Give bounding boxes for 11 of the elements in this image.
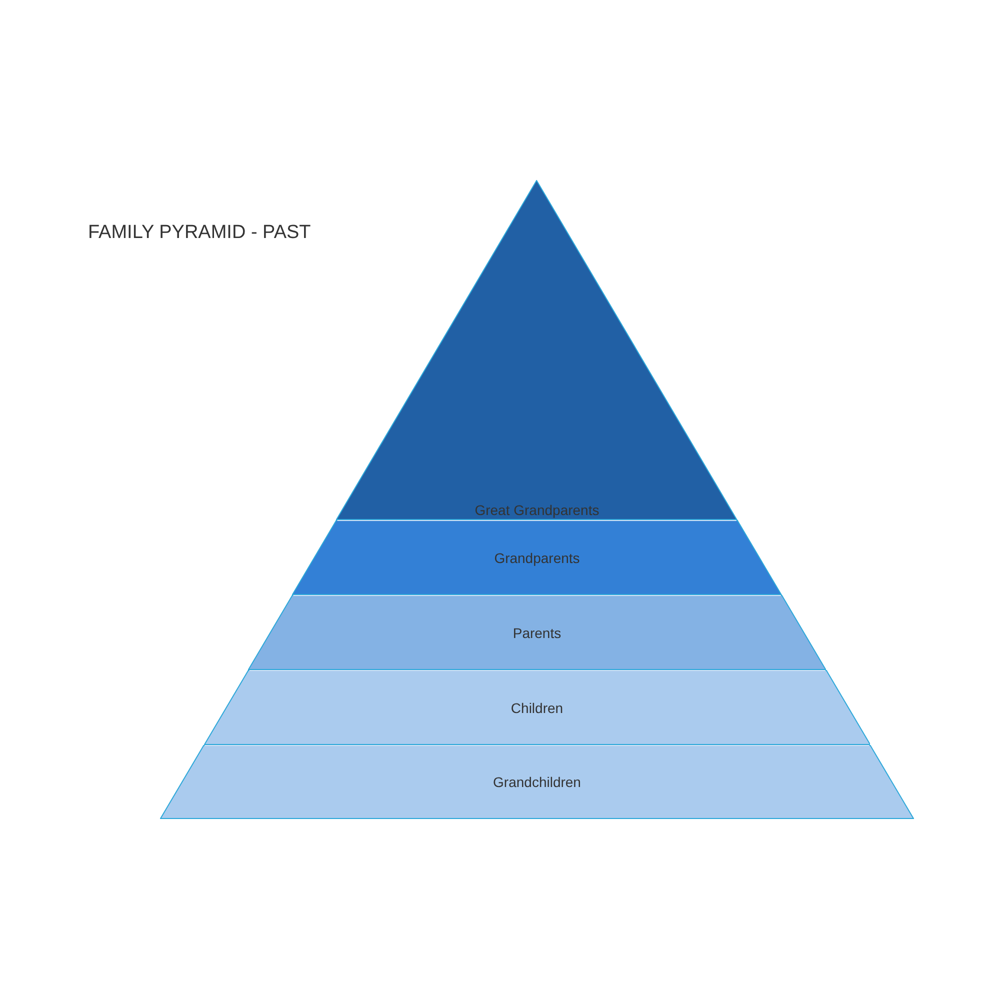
pyramid-tier	[248, 595, 826, 670]
tier-label: Parents	[512, 624, 562, 642]
diagram-title: FAMILY PYRAMID - PAST	[88, 221, 311, 244]
tier-label: Grandparents	[494, 548, 580, 566]
tier-label: Great Grandparents	[474, 501, 600, 519]
tier-label: Children	[510, 698, 564, 716]
pyramid-tier	[292, 520, 782, 595]
pyramid-tier	[204, 670, 870, 745]
tier-label: Grandchildren	[493, 773, 581, 791]
pyramid-tier	[160, 745, 914, 819]
pyramid-tier	[336, 180, 738, 520]
